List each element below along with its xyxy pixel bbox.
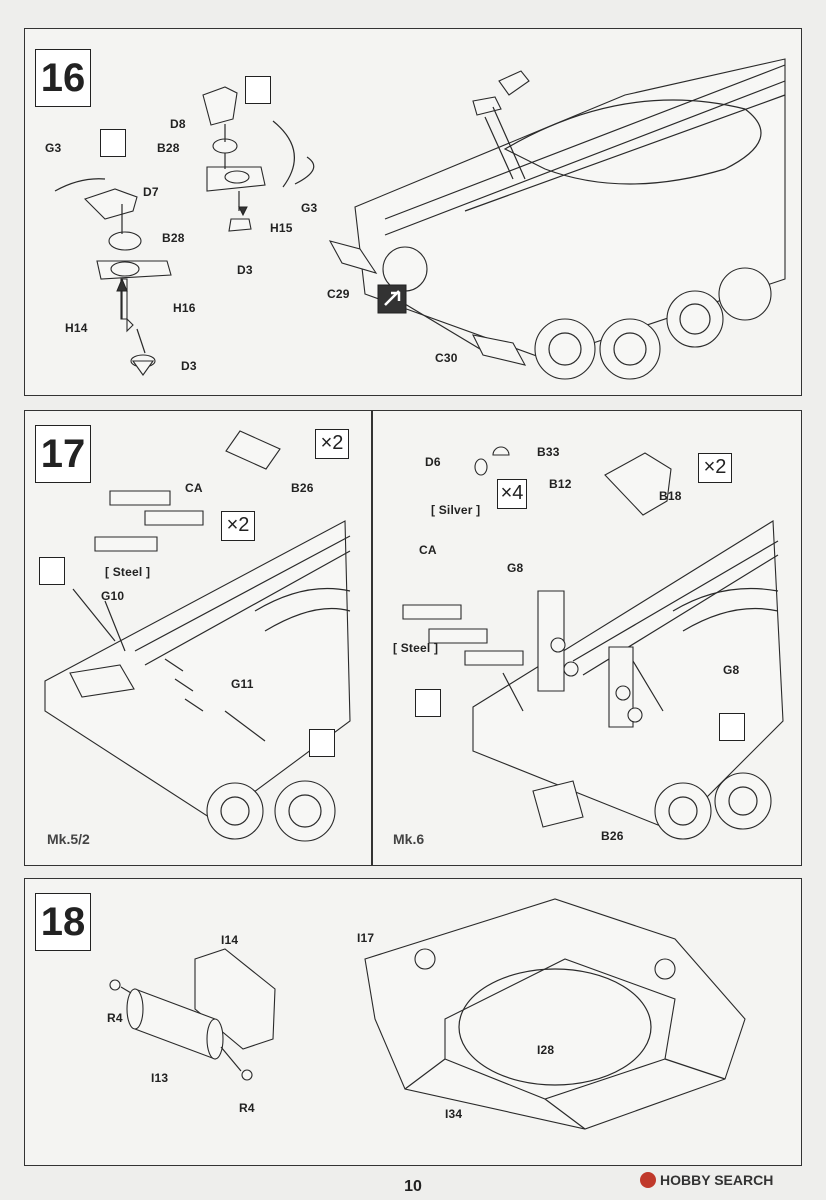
- variant-label: Mk.6: [393, 831, 425, 847]
- part-label: [ Steel ]: [105, 565, 151, 579]
- part-label: G11: [231, 677, 254, 691]
- step-number: 16: [35, 49, 91, 107]
- part-label: R4: [107, 1011, 123, 1025]
- part-label: D8: [170, 117, 186, 131]
- part-label: G3: [301, 201, 318, 215]
- quantity-box: ×2: [698, 453, 732, 483]
- part-label: H15: [270, 221, 293, 235]
- part-label: R4: [239, 1101, 255, 1115]
- glue-icon: [39, 557, 65, 585]
- step-17-right-panel: ×4 ×2 D6 B33 [ Silver ] B12 B18 CA [ Ste…: [372, 410, 802, 866]
- part-label: D7: [143, 185, 159, 199]
- part-label: D3: [181, 359, 197, 373]
- glue-icon: [309, 729, 335, 757]
- quantity-box: ×2: [315, 429, 349, 459]
- part-label: [ Silver ]: [431, 503, 481, 517]
- step-number: 17: [35, 425, 91, 483]
- part-label: B12: [549, 477, 572, 491]
- part-label: I28: [537, 1043, 555, 1057]
- part-label: CA: [419, 543, 437, 557]
- part-label: D6: [425, 455, 441, 469]
- step-16-drawing: [54, 58, 786, 380]
- glue-icon: [100, 129, 126, 157]
- part-label: B28: [157, 141, 180, 155]
- part-label: I14: [221, 933, 239, 947]
- step-18-drawing: [109, 898, 746, 1130]
- variant-label: Mk.5/2: [47, 831, 90, 847]
- glue-icon: [719, 713, 745, 741]
- step-18-panel: 18 I14 R4 I13 R4 I17 I28 I34: [24, 878, 802, 1166]
- part-label: B18: [659, 489, 682, 503]
- part-label: B33: [537, 445, 560, 459]
- part-label: G10: [101, 589, 125, 603]
- part-label: B26: [601, 829, 624, 843]
- glue-icon: [415, 689, 441, 717]
- part-label: I34: [445, 1107, 463, 1121]
- step-17-left-drawing: [44, 430, 351, 842]
- logo-icon: [640, 1172, 656, 1188]
- quantity-box: ×4: [497, 479, 527, 509]
- glue-icon: [245, 76, 271, 104]
- part-label: B26: [291, 481, 314, 495]
- part-label: H16: [173, 301, 196, 315]
- part-label: G8: [723, 663, 740, 677]
- part-label: CA: [185, 481, 203, 495]
- part-label: B28: [162, 231, 185, 245]
- page-number: 10: [404, 1178, 422, 1195]
- part-label: H14: [65, 321, 88, 335]
- step-17-right-drawing: [402, 446, 784, 840]
- step-number: 18: [35, 893, 91, 951]
- part-label: I13: [151, 1071, 169, 1085]
- part-label: G3: [45, 141, 62, 155]
- part-label: D3: [237, 263, 253, 277]
- part-label: C29: [327, 287, 350, 301]
- step-16-panel: 16: [24, 28, 802, 396]
- watermark: HOBBY SEARCH: [640, 1172, 773, 1188]
- part-label: [ Steel ]: [393, 641, 439, 655]
- quantity-box: ×2: [221, 511, 255, 541]
- part-label: C30: [435, 351, 458, 365]
- step-17-left-panel: 17 ×2 ×2 B26 CA [ Steel ] G10 G11 Mk.5/2: [24, 410, 372, 866]
- part-label: G8: [507, 561, 524, 575]
- part-label: I17: [357, 931, 375, 945]
